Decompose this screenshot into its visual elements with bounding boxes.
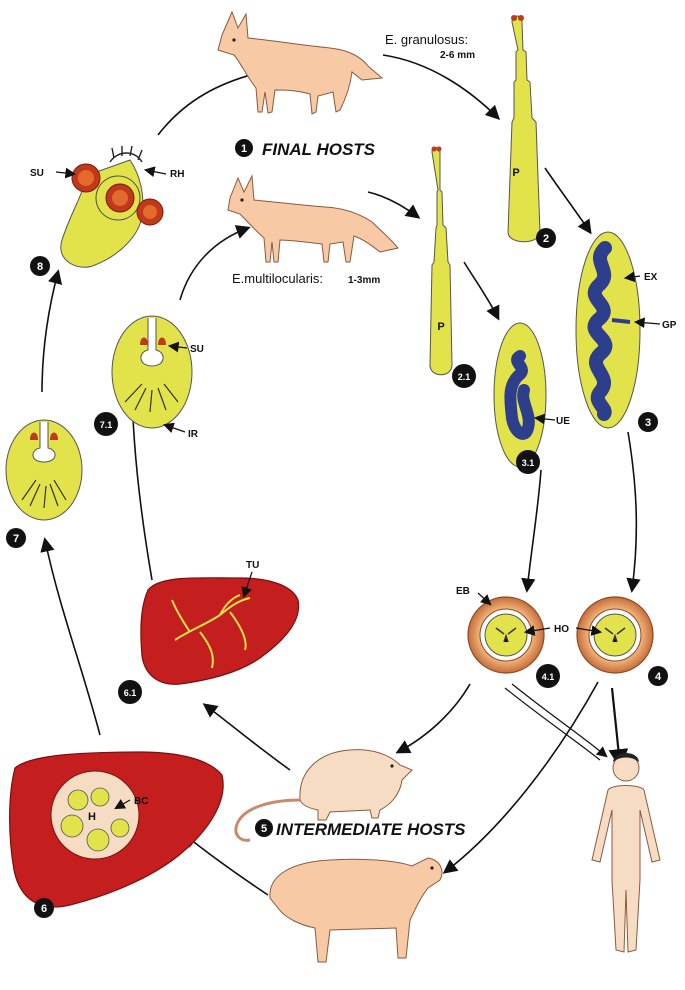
gravid-proglottid-granulosus [575, 231, 641, 429]
label-rh: RH [170, 169, 184, 180]
protoscolex-invaginated-7-1 [111, 315, 193, 429]
liver-alveolar-cyst [140, 577, 300, 685]
liver-hydatid-cyst [9, 751, 224, 908]
egg-4-1 [467, 596, 545, 674]
stage-number-8: 8 [37, 261, 43, 273]
fox-final-host-1 [217, 10, 384, 115]
label-su-2: SU [190, 344, 204, 355]
stage-number-7: 7 [13, 533, 19, 545]
species-multilocularis-size: 1-3mm [348, 275, 380, 286]
label-eb: EB [456, 586, 470, 597]
label-ex: EX [644, 272, 658, 283]
stage-number-1: 1 [241, 143, 247, 155]
pointer-labels [55, 166, 661, 810]
species-granulosus-name: E. granulosus: [385, 32, 468, 47]
stage-number-4-1: 4.1 [542, 672, 555, 682]
stage-number-6-1: 6.1 [124, 688, 137, 698]
stage-number-7-1: 7.1 [100, 420, 113, 430]
label-p-2: P [437, 321, 444, 333]
final-hosts-title: FINAL HOSTS [262, 140, 376, 159]
final-hosts-heading: 1 FINAL HOSTS [235, 139, 376, 159]
egg-4 [576, 596, 654, 674]
species-granulosus-size: 2-6 mm [440, 50, 475, 61]
stage-number-2-1: 2.1 [458, 372, 471, 382]
label-ho: HO [554, 624, 569, 635]
label-ir: IR [188, 429, 199, 440]
stage-number-5: 5 [261, 823, 267, 835]
gravid-proglottid-multilocularis [493, 322, 547, 468]
label-su-1: SU [30, 168, 44, 179]
label-p-1: P [512, 167, 519, 179]
stage-number-4: 4 [655, 671, 662, 683]
human-accidental-host [591, 753, 661, 953]
fox-final-host-2 [227, 174, 399, 263]
label-tu: TU [246, 560, 259, 571]
label-ue: UE [556, 416, 570, 427]
stage-number-6: 6 [41, 903, 47, 915]
sheep-intermediate-host [269, 857, 443, 963]
stage-badges: 2 2.1 3 3.1 4 4.1 6 6.1 7 7.1 8 [6, 228, 668, 918]
protoscolex-evaginated [60, 145, 164, 268]
intermediate-hosts-title: INTERMEDIATE HOSTS [276, 820, 466, 839]
species-multilocularis-name: E.multilocularis: [232, 271, 323, 286]
stage-number-3-1: 3.1 [522, 458, 535, 468]
stage-number-2: 2 [543, 233, 549, 245]
intermediate-hosts-heading: 5 INTERMEDIATE HOSTS [255, 819, 466, 839]
label-gp: GP [662, 320, 677, 331]
adult-worm-multilocularis: P [429, 146, 453, 376]
stage-number-3: 3 [645, 417, 651, 429]
label-bc: BC [134, 796, 148, 807]
protoscolex-invaginated-7 [5, 419, 83, 521]
label-h: H [88, 811, 96, 823]
adult-worm-granulosus: P [507, 15, 541, 243]
mouse-intermediate-host [234, 749, 413, 842]
